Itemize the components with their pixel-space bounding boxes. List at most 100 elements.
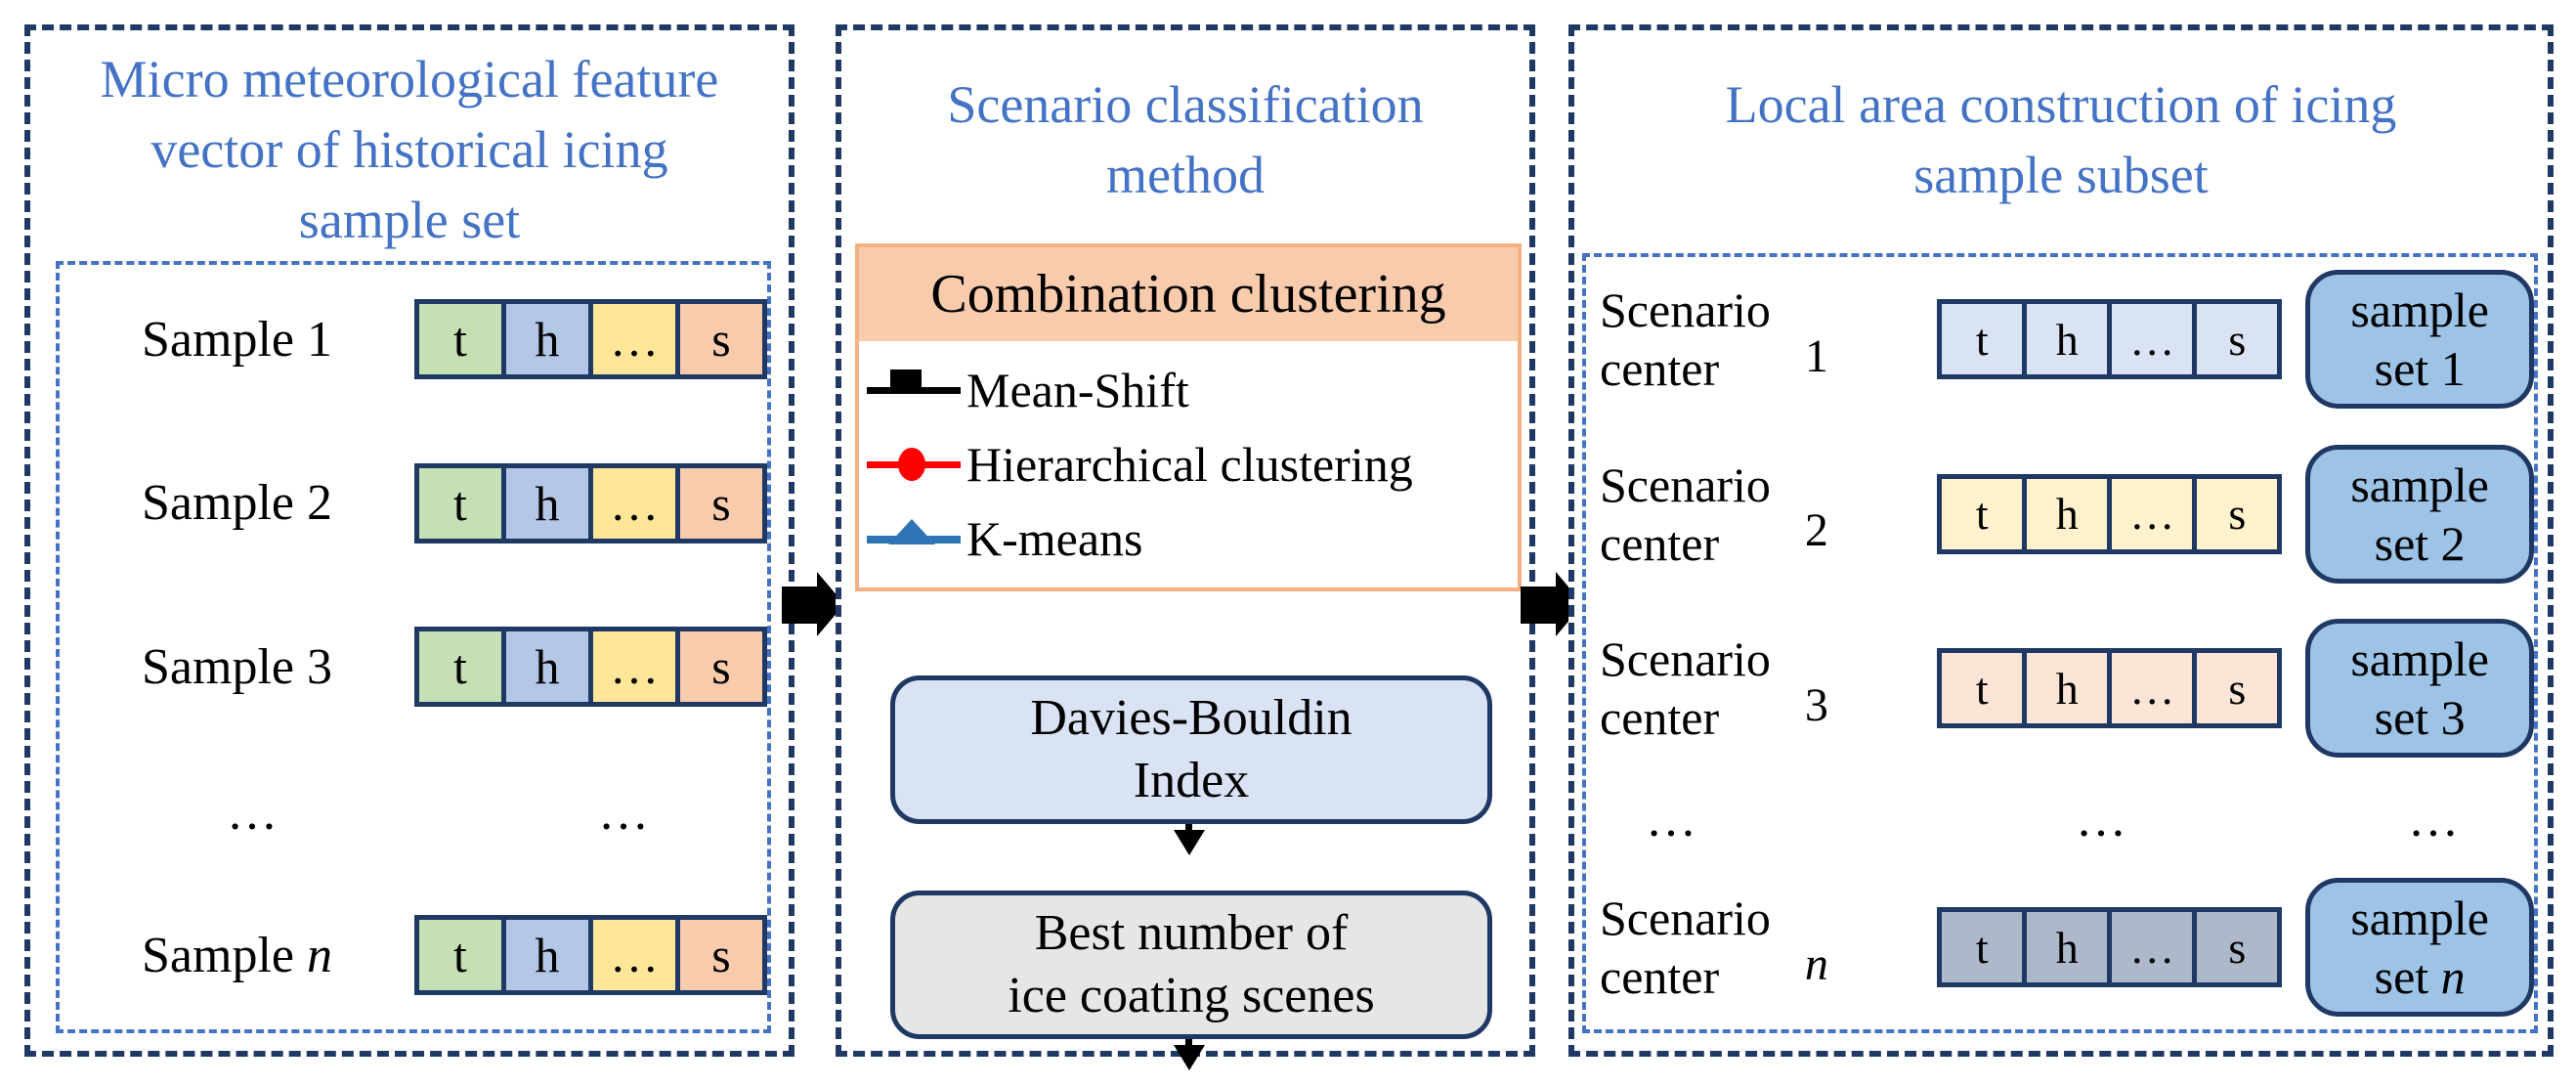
center-vector-strip: t h … s [1937, 648, 2283, 728]
center-vector-strip: t h … s [1937, 299, 2283, 379]
best-line1: Best number of [1034, 905, 1349, 961]
scenario-word: Scenario [1600, 457, 1771, 512]
left-title-line2: vector of historical icing [150, 120, 668, 179]
feature-cell-s: s [675, 467, 762, 539]
scenario-center-1-label: Scenario center [1600, 281, 1785, 398]
feature-cell-ellipsis: … [2107, 478, 2193, 549]
db-line1: Davies-Bouldin [1030, 690, 1352, 746]
panel-historical-sample-set: Micro meteorological feature vector of h… [24, 24, 794, 1057]
left-title-line1: Micro meteorological feature [100, 50, 719, 109]
sample-n-italic: n [306, 927, 332, 983]
sample-n-prefix: Sample [142, 927, 307, 983]
feature-cell-ellipsis: … [2107, 304, 2193, 374]
left-ellipsis-row: … … [60, 784, 767, 841]
scenario-row-3: Scenario center 3 t h … s sample set 3 [1586, 616, 2535, 761]
middle-title-line1: Scenario classification [947, 75, 1424, 134]
center-vector-strip: t h … s [1937, 473, 2283, 554]
feature-vector-strip: t h … s [414, 299, 767, 379]
center-word: center [1600, 949, 1720, 1004]
feature-cell-h: h [2022, 304, 2108, 374]
sample-set-1-box: sample set 1 [2305, 270, 2535, 409]
left-panel-title: Micro meteorological feature vector of h… [30, 44, 789, 255]
sample-word: sample [2350, 891, 2489, 945]
ellipsis: … [2076, 791, 2132, 848]
feature-cell-s: s [2192, 478, 2278, 549]
sample-row-1: Sample 1 t h … s [60, 292, 767, 386]
scenario-word: Scenario [1600, 891, 1771, 945]
feature-cell-ellipsis: … [588, 304, 675, 374]
center-vector-strip: t h … s [1937, 907, 2283, 987]
feature-cell-h: h [2022, 912, 2108, 982]
feature-cell-s: s [2192, 653, 2278, 723]
right-title-line1: Local area construction of icing [1725, 75, 2397, 134]
set-number: set 3 [2374, 690, 2466, 745]
set-word: set [2374, 949, 2441, 1004]
scenario-word: Scenario [1600, 283, 1771, 337]
feature-cell-ellipsis: … [588, 467, 675, 539]
legend-row-hierarchical: Hierarchical clustering [865, 427, 1518, 501]
scenario-number-n: n [1804, 937, 1828, 990]
feature-cell-h: h [501, 920, 588, 990]
feature-cell-s: s [675, 920, 762, 990]
ellipsis: … [1646, 791, 1702, 848]
red-circle-marker-icon [865, 443, 966, 486]
set-number: set n [2375, 947, 2466, 1006]
center-word: center [1600, 341, 1720, 396]
sample-row-3: Sample 3 t h … s [60, 620, 767, 714]
sample-row-2: Sample 2 t h … s [60, 457, 767, 550]
sample-1-label: Sample 1 [142, 311, 332, 368]
sample-n-label: Sample n [60, 927, 414, 984]
feature-cell-h: h [2022, 478, 2108, 549]
legend-row-mean-shift: Mean-Shift [865, 353, 1518, 427]
feature-cell-t: t [419, 304, 501, 374]
center-word: center [1600, 690, 1720, 745]
triangle-glyph [888, 519, 935, 544]
center-word: center [1600, 515, 1720, 571]
blue-triangle-marker-icon [865, 517, 966, 560]
sample-3-label: Sample 3 [142, 638, 332, 695]
left-title-line3: sample set [298, 191, 521, 249]
circle-glyph [898, 448, 925, 481]
right-panel-title: Local area construction of icing sample … [1574, 69, 2548, 210]
ellipsis: … [2408, 791, 2465, 848]
feature-vector-strip: t h … s [414, 915, 767, 995]
right-title-line2: sample subset [1913, 146, 2209, 204]
arrow-body [782, 587, 817, 624]
combination-clustering-header: Combination clustering [859, 247, 1518, 341]
arrow-body [1521, 587, 1556, 624]
left-inner-sample-box: Sample 1 t h … s Sample 2 t h … s Samp [56, 261, 771, 1033]
feature-vector-strip: t h … s [414, 627, 767, 707]
feature-cell-t: t [1942, 912, 2023, 982]
scenario-center-n-label: Scenario center [1600, 889, 1785, 1006]
ellipsis: … [598, 784, 655, 841]
feature-cell-ellipsis: … [588, 920, 675, 990]
sample-word: sample [2350, 631, 2489, 686]
best-number-box: Best number of ice coating scenes [890, 891, 1492, 1039]
scenario-word: Scenario [1600, 631, 1771, 686]
arrow-head [1174, 830, 1205, 855]
legend-row-k-means: K-means [865, 501, 1518, 576]
feature-cell-t: t [419, 467, 501, 539]
sample-set-3-box: sample set 3 [2305, 619, 2535, 758]
feature-cell-t: t [1942, 304, 2023, 374]
legend-label-mean-shift: Mean-Shift [966, 363, 1189, 417]
best-line2: ice coating scenes [1008, 968, 1375, 1023]
right-ellipsis-row: … … … [1586, 791, 2534, 848]
set-n-italic: n [2440, 949, 2466, 1004]
ellipsis: … [227, 784, 283, 841]
arrow-head [1174, 1045, 1205, 1070]
black-square-marker-icon [865, 369, 966, 412]
sample-word: sample [2350, 457, 2489, 512]
db-line2: Index [1133, 753, 1250, 808]
feature-cell-s: s [675, 304, 762, 374]
scenario-row-n: Scenario center n t h … s sample set n [1586, 875, 2535, 1020]
scenario-number-2: 2 [1804, 504, 1828, 556]
feature-cell-s: s [2192, 912, 2278, 982]
feature-vector-strip: t h … s [414, 462, 767, 544]
set-number: set 2 [2374, 515, 2466, 571]
sample-word: sample [2350, 283, 2489, 337]
panel-scenario-classification: Scenario classification method Combinati… [836, 24, 1535, 1070]
middle-title-line2: method [1106, 146, 1265, 204]
feature-cell-t: t [1942, 478, 2023, 549]
